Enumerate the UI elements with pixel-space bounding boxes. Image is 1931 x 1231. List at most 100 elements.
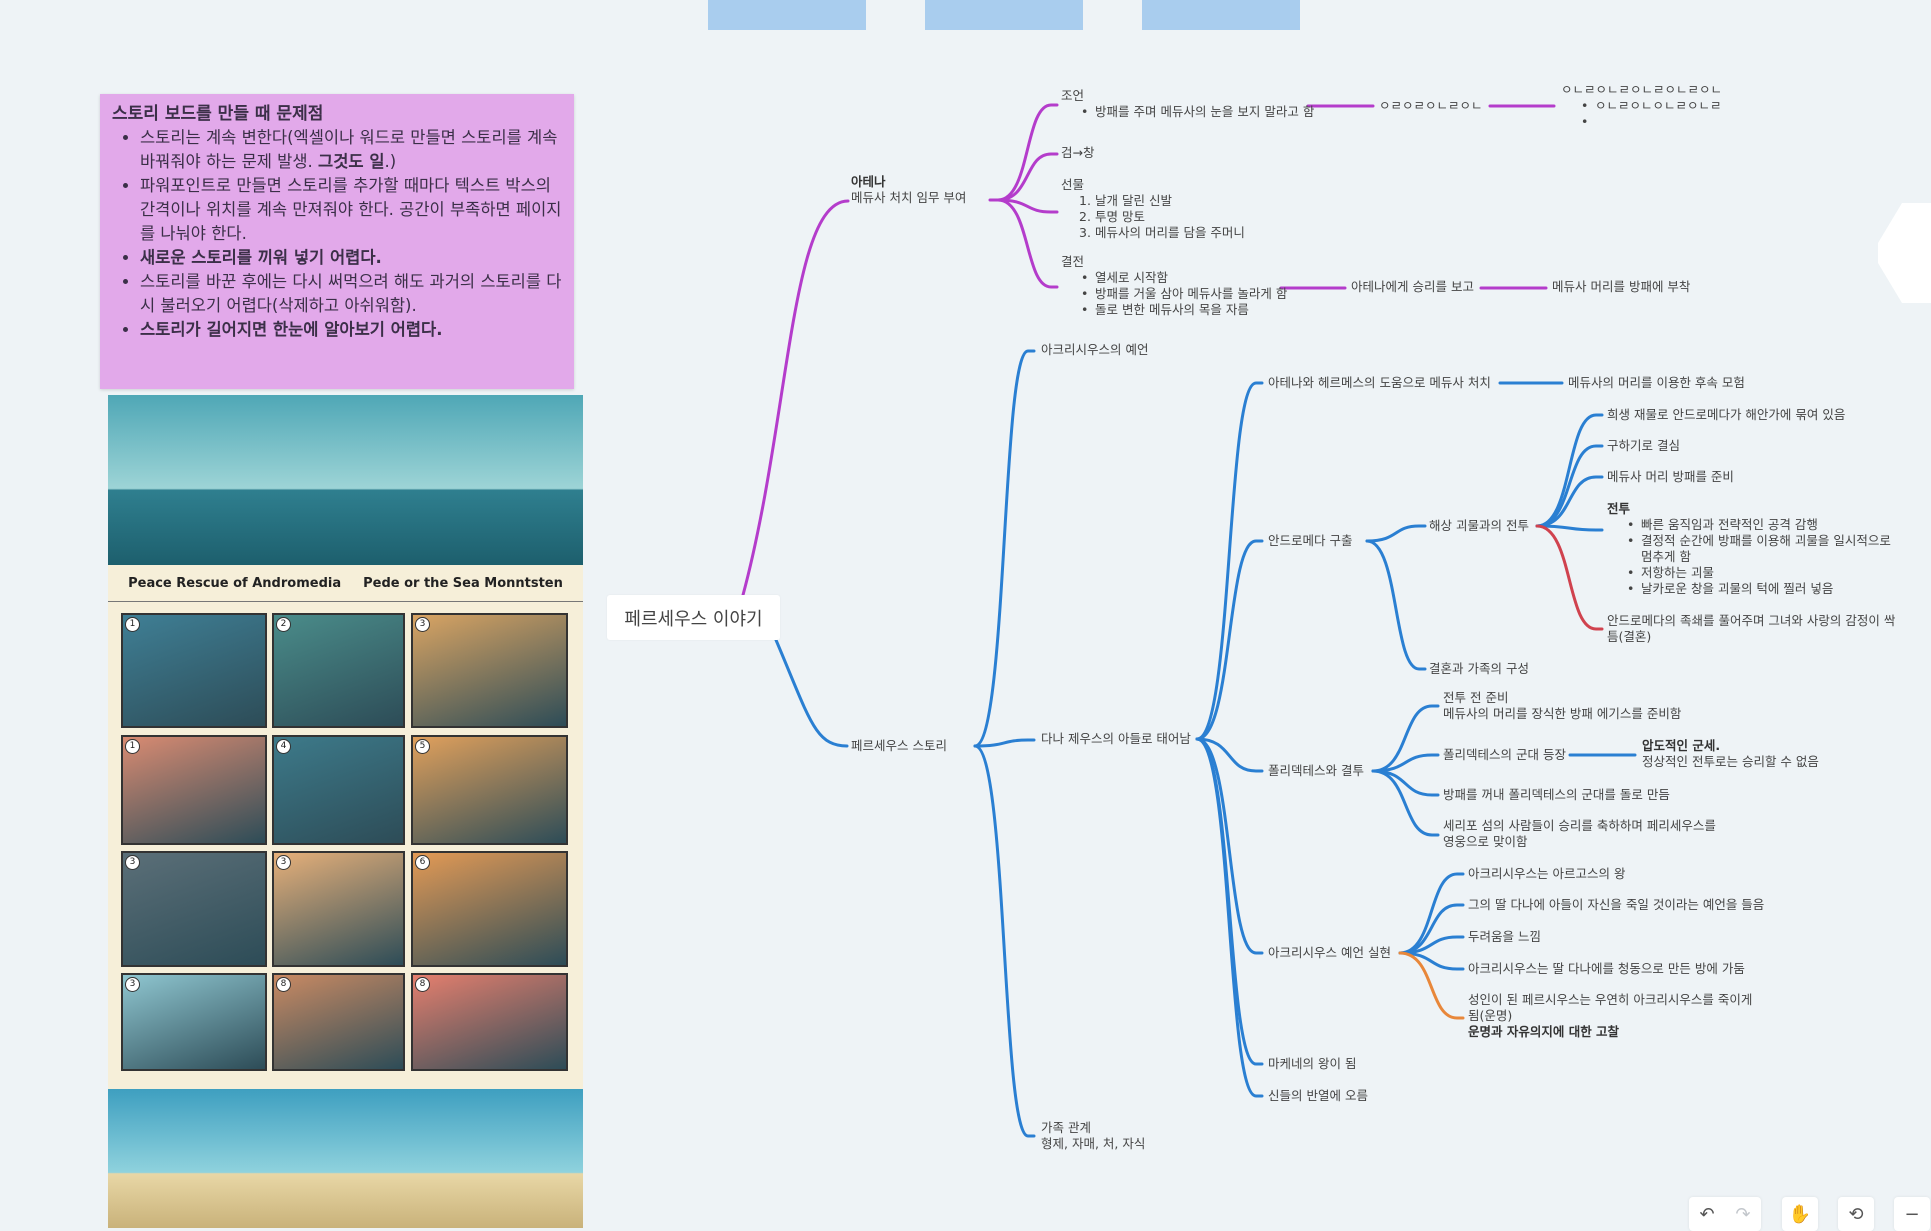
- node-text: 정상적인 전투로는 승리할 수 없음: [1642, 754, 1819, 769]
- mindmap-node-seabattle[interactable]: 해상 괴물과의 전투: [1429, 518, 1529, 534]
- branch-curve: [996, 103, 1059, 202]
- comic-panel: 2: [272, 613, 405, 728]
- minus-icon[interactable]: −: [1904, 1203, 1920, 1225]
- node-text: 두려움을 느낌: [1468, 929, 1541, 944]
- mindmap-node-adventure[interactable]: 메듀사의 머리를 이용한 후속 모험: [1568, 375, 1745, 391]
- mindmap-node-k1[interactable]: 아크리시우스는 아르고스의 왕: [1468, 866, 1625, 882]
- node-text: 메듀사 머리를 방패에 부착: [1552, 279, 1691, 294]
- bullet-item: [1561, 114, 1722, 130]
- panel-number: 3: [276, 855, 291, 870]
- note-text: 스토리는 계속 변한다(엑셀이나 워드로 만들면 스토리를 계속 바꿔줘야 하는…: [140, 128, 558, 171]
- mindmap-node-mycenae[interactable]: 마케네의 왕이 됨: [1268, 1056, 1356, 1072]
- history-icon[interactable]: ⟲: [1848, 1203, 1864, 1225]
- comic-panel: 3: [121, 851, 267, 967]
- comic-panel: 1: [121, 613, 267, 728]
- node-text: 안드로메다의 족쇄를 풀어주며 그녀와 사랑의 감정이 싹틈(결혼): [1607, 613, 1896, 644]
- top-frame-2[interactable]: [925, 0, 1083, 30]
- node-text: 그의 딸 다나에 아들이 자신을 죽일 것이라는 예언을 들음: [1468, 897, 1765, 912]
- mindmap-node-fulfill[interactable]: 아크리시우스 예언 실현: [1268, 945, 1391, 961]
- mindmap-node-gifts[interactable]: 선물날개 달린 신발투명 망토메듀사의 머리를 담을 주머니: [1061, 177, 1245, 241]
- root-node[interactable]: 페르세우스 이야기: [607, 595, 780, 640]
- comic-panel: 4: [272, 735, 405, 845]
- branch-curve: [1371, 769, 1440, 797]
- node-text: 폴리덱테스의 군대 등장: [1443, 747, 1566, 762]
- branch-curve: [1371, 769, 1440, 837]
- branch-curve: [1195, 539, 1264, 741]
- comic-storyboard-image[interactable]: Peace Rescue of Andromedia Pede or the S…: [108, 395, 583, 1228]
- node-text: 안드로메다 구출: [1268, 533, 1353, 548]
- mindmap-node-poly[interactable]: 폴리덱테스와 결투: [1268, 763, 1364, 779]
- node-text: 아테나: [851, 174, 886, 189]
- mindmap-node-gods[interactable]: 신들의 반열에 오름: [1268, 1088, 1368, 1104]
- mindmap-node-report[interactable]: 아테나에게 승리를 보고: [1351, 279, 1474, 295]
- mindmap-node-army[interactable]: 폴리덱테스의 군대 등장: [1443, 747, 1566, 763]
- panel-number: 6: [415, 855, 430, 870]
- note-item: 파워포인트로 만들면 스토리를 추가할 때마다 텍스트 박스의 간격이나 위치를…: [140, 174, 562, 246]
- mindmap-node-story[interactable]: 페르세우스 스토리: [851, 738, 947, 754]
- mindmap-node-prepare[interactable]: 메듀사 머리 방패를 준비: [1607, 469, 1734, 485]
- top-frame-1[interactable]: [708, 0, 866, 30]
- mindmap-node-decide[interactable]: 구하기로 결심: [1607, 438, 1680, 454]
- note-bold-text: 그것도 일: [318, 152, 385, 171]
- mindmap-node-x2[interactable]: ㅇㄴㄹㅇㄴㄹㅇㄴㄹㅇㄴㄹㅇㄴㅇㄴㄹㅇㄴㅇㄴㄹㅇㄴㄹ: [1561, 82, 1722, 130]
- branch-curve: [1195, 737, 1264, 773]
- mindmap-node-k3[interactable]: 두려움을 느낌: [1468, 929, 1541, 945]
- panel-number: 1: [125, 617, 140, 632]
- bullet-item: 열세로 시작함: [1061, 270, 1287, 286]
- numbered-item: 날개 달린 신발: [1061, 193, 1245, 209]
- node-text: 압도적인 군세.: [1642, 738, 1721, 753]
- node-text: 선물: [1061, 177, 1085, 192]
- node-text: 형제, 자매, 처, 자식: [1041, 1136, 1146, 1151]
- branch-curve: [973, 349, 1036, 748]
- comic-caption: Peace Rescue of Andromedia Pede or the S…: [108, 565, 583, 602]
- branch-curve: [1371, 704, 1440, 773]
- mindmap-node-battle[interactable]: 결전열세로 시작함방패를 거울 삼아 메듀사를 놀라게 함돌로 변한 메듀사의 …: [1061, 254, 1287, 318]
- mindmap-node-celebrate[interactable]: 세리포 섬의 사람들이 승리를 축하하며 페리세우스를 영웅으로 맞이함: [1443, 818, 1728, 850]
- node-text: 페르세우스 스토리: [851, 738, 947, 753]
- mindmap-node-prophecy[interactable]: 아크리시우스의 예언: [1041, 342, 1148, 358]
- mindmap-node-marriage[interactable]: 결혼과 가족의 구성: [1429, 661, 1529, 677]
- mindmap-node-k2[interactable]: 그의 딸 다나에 아들이 자신을 죽일 것이라는 예언을 들음: [1468, 897, 1764, 913]
- sticky-note[interactable]: 스토리 보드를 만들 때 문제점 스토리는 계속 변한다(엑셀이나 워드로 만들…: [100, 94, 574, 389]
- mindmap-node-sword[interactable]: 검→창: [1061, 145, 1094, 161]
- bullet-item: 빠른 움직임과 전략적인 공격 감행: [1607, 517, 1897, 533]
- comic-panel: 8: [411, 973, 568, 1071]
- mindmap-node-x1[interactable]: ㅇㄹㅇㄹㅇㄴㄹㅇㄴ: [1379, 98, 1483, 114]
- mindmap-node-sacrifice[interactable]: 희생 재물로 안드로메다가 해안가에 묶여 있음: [1607, 407, 1845, 423]
- note-bold-text: 스토리가 길어지면 한눈에 알아보기 어렵다.: [140, 320, 443, 339]
- mindmap-node-born[interactable]: 다나 제우스의 아들로 태어남: [1041, 731, 1191, 747]
- mindmap-node-overwhelm[interactable]: 압도적인 군세.정상적인 전투로는 승리할 수 없음: [1642, 738, 1819, 770]
- node-text: 성인이 된 페르시우스는 우연히 아크리시우스를 죽이게 됨(운명): [1468, 992, 1753, 1023]
- mindmap-node-stone[interactable]: 방패를 꺼내 폴리덱테스의 군대를 돌로 만듬: [1443, 787, 1670, 803]
- hand-tool: ✋: [1782, 1197, 1818, 1231]
- mindmap-node-attach[interactable]: 메듀사 머리를 방패에 부착: [1552, 279, 1690, 295]
- branch-curve: [996, 152, 1059, 202]
- node-text: 마케네의 왕이 됨: [1268, 1056, 1357, 1071]
- comic-panel: 3: [272, 851, 405, 967]
- numbered-item: 메듀사의 머리를 담을 주머니: [1061, 225, 1245, 241]
- branch-curve: [996, 198, 1059, 214]
- comic-panel: 5: [411, 735, 568, 845]
- mindmap-node-andro[interactable]: 안드로메다 구출: [1268, 533, 1352, 549]
- mindmap-node-slay[interactable]: 아테나와 헤르메스의 도움으로 메듀사 처치: [1268, 375, 1491, 391]
- mindmap-node-fight[interactable]: 전투빠른 움직임과 전략적인 공격 감행결정적 순간에 방패를 이용해 괴물을 …: [1607, 501, 1897, 597]
- mindmap-node-love[interactable]: 안드로메다의 족쇄를 풀어주며 그녀와 사랑의 감정이 싹틈(결혼): [1607, 613, 1897, 645]
- redo-icon[interactable]: ↷: [1735, 1203, 1751, 1225]
- branch-curve: [996, 198, 1059, 289]
- note-title: 스토리 보드를 만들 때 문제점: [112, 104, 324, 124]
- undo-icon[interactable]: ↶: [1699, 1203, 1715, 1225]
- mindmap-node-advice[interactable]: 조언방패를 주며 메듀사의 눈을 보지 말라고 함: [1061, 88, 1314, 120]
- branch-curve: [1398, 872, 1465, 955]
- mindmap-node-k4[interactable]: 아크리시우스는 딸 다나에를 청동으로 만든 방에 가둠: [1468, 961, 1745, 977]
- top-frame-3[interactable]: [1142, 0, 1300, 30]
- node-text: ㅇㄹㅇㄹㅇㄴㄹㅇㄴ: [1379, 98, 1483, 113]
- hand-icon[interactable]: ✋: [1788, 1203, 1812, 1225]
- node-text: 결혼과 가족의 구성: [1429, 661, 1529, 676]
- branch-curve: [1195, 737, 1264, 1098]
- mindmap-node-k5[interactable]: 성인이 된 페르시우스는 우연히 아크리시우스를 죽이게 됨(운명)운명과 자유…: [1468, 992, 1758, 1040]
- node-text: 운명과 자유의지에 대한 고찰: [1468, 1024, 1620, 1039]
- node-text: 결전: [1061, 254, 1085, 269]
